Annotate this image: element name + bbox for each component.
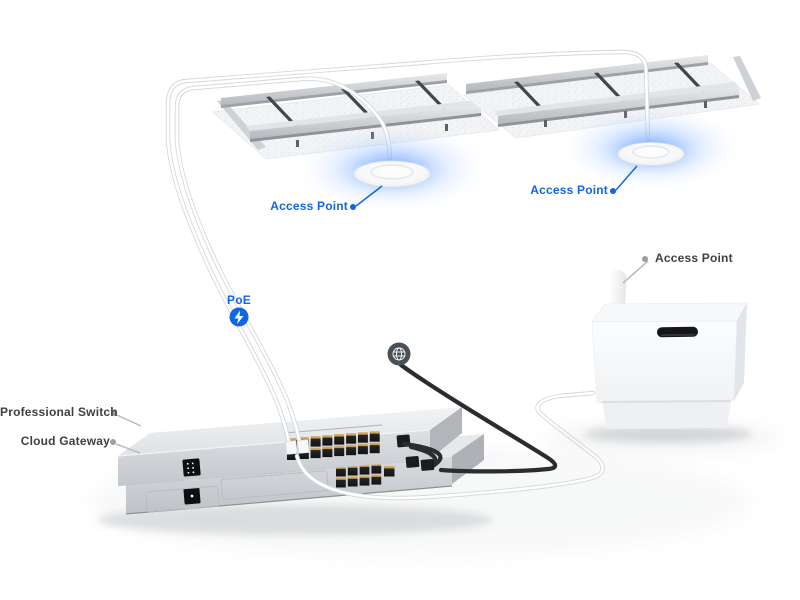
professional-switch-device <box>117 407 462 486</box>
globe-icon <box>392 347 406 361</box>
gateway-drive-trays <box>145 470 329 513</box>
box-handle <box>657 326 698 338</box>
lightning-bolt-icon <box>234 310 244 324</box>
switch-cable-plugs <box>285 439 310 455</box>
label-cloud-gateway: Cloud Gateway <box>20 434 110 448</box>
label-leaders <box>110 165 649 454</box>
internet-globe-badge <box>387 342 411 366</box>
poe-badge <box>229 307 249 327</box>
standalone-access-point <box>546 270 782 452</box>
label-professional-switch: Professional Switch <box>0 405 118 419</box>
gateway-ports <box>336 463 395 488</box>
label-access-point-left: Access Point <box>270 199 348 213</box>
ceiling-access-point-left <box>353 160 431 188</box>
label-access-point-standalone: Access Point <box>655 251 733 265</box>
label-access-point-right: Access Point <box>530 183 608 197</box>
gateway-wan-port <box>384 466 395 477</box>
ceiling-access-point-right <box>617 142 685 166</box>
switch-lcd-screen <box>182 458 201 483</box>
poe-cables <box>165 49 651 455</box>
ceiling-panel-right <box>462 55 761 139</box>
label-poe: PoE <box>227 293 251 307</box>
black-cables <box>398 362 558 474</box>
